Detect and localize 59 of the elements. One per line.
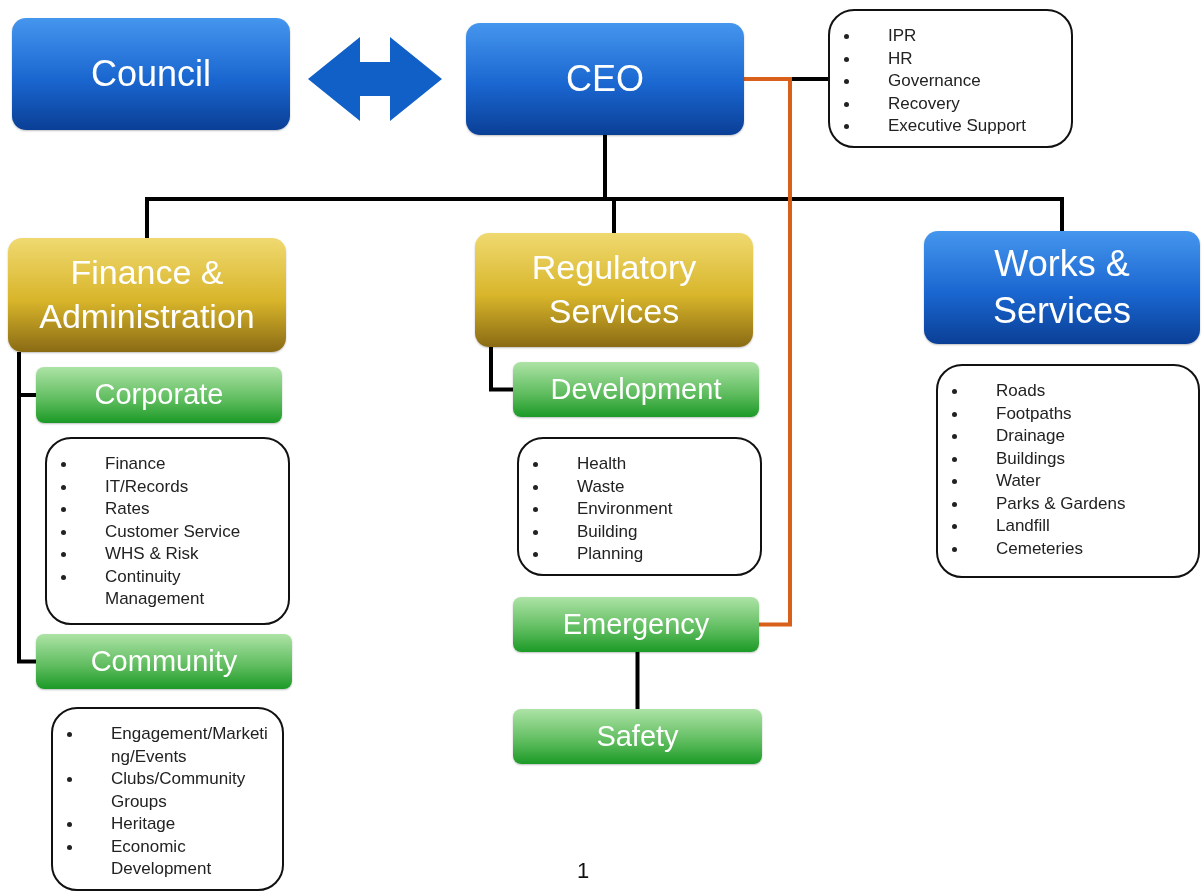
list-item: Health [577,453,628,475]
list-item: Waste [577,475,626,498]
unit-title: Works & Services [991,242,1132,333]
unit-box [8,238,286,352]
unit-title: Safety [596,718,679,754]
unit-title: Corporate [94,377,224,413]
list-item: Continuity Management [105,565,206,610]
list-item: Heritage [111,813,177,835]
unit-title: Community [90,643,238,679]
list-item: Footpaths [996,402,1073,425]
unit-title: Finance & Administration [38,252,256,337]
list-item: Water [996,470,1042,492]
connector-line [603,135,1064,231]
list-item: Clubs/Community Groups [111,768,247,813]
unit-title: Development [550,371,722,407]
unit-box [12,18,290,130]
list-item: Drainage [996,425,1066,447]
sub-unit-box [513,709,762,764]
list-item: WHS & Risk [105,543,200,565]
sub-unit-box [36,634,292,689]
list-item: Landfill [996,515,1051,537]
unit-title: CEO [566,56,644,101]
sub-unit-box [36,367,282,423]
list-item: Parks & Gardens [996,492,1127,515]
list-item: Finance [105,453,167,475]
list-item: Customer Service [105,520,242,543]
bullet-list-box [45,437,290,625]
connector-line [744,77,792,627]
list-item: Economic Development [111,835,213,880]
unit-box [466,23,744,135]
list-item: Rates [105,498,151,520]
sub-unit-box [513,362,759,417]
list-item: Building [577,520,639,543]
list-item: Governance [888,70,982,92]
unit-box [475,233,753,347]
bullet-list-box [517,437,762,576]
unit-title: Council [90,51,212,96]
list-item: Engagement/Marketing/Events [111,723,269,768]
list-item: Executive Support [888,115,1027,137]
unit-title: Emergency [562,606,710,642]
list-item: IT/Records [105,475,190,498]
page-number: 1 [577,858,590,884]
unit-title: Regulatory Services [530,247,698,332]
bullet-list-box [936,364,1200,578]
bullet-list-box [828,9,1073,148]
sub-unit-box [513,597,759,652]
list-item: Buildings [996,447,1066,470]
list-item: HR [888,47,914,70]
list-item: Planning [577,543,645,565]
list-item: Cemeteries [996,537,1084,560]
double-arrow [308,37,442,121]
unit-box [924,231,1200,344]
list-item: Roads [996,380,1047,402]
list-item: Recovery [888,92,961,115]
bullet-list-box [51,707,284,891]
list-item: Environment [577,498,674,520]
list-item: IPR [888,25,918,47]
connector-line [635,652,640,709]
connector-line [489,347,513,392]
